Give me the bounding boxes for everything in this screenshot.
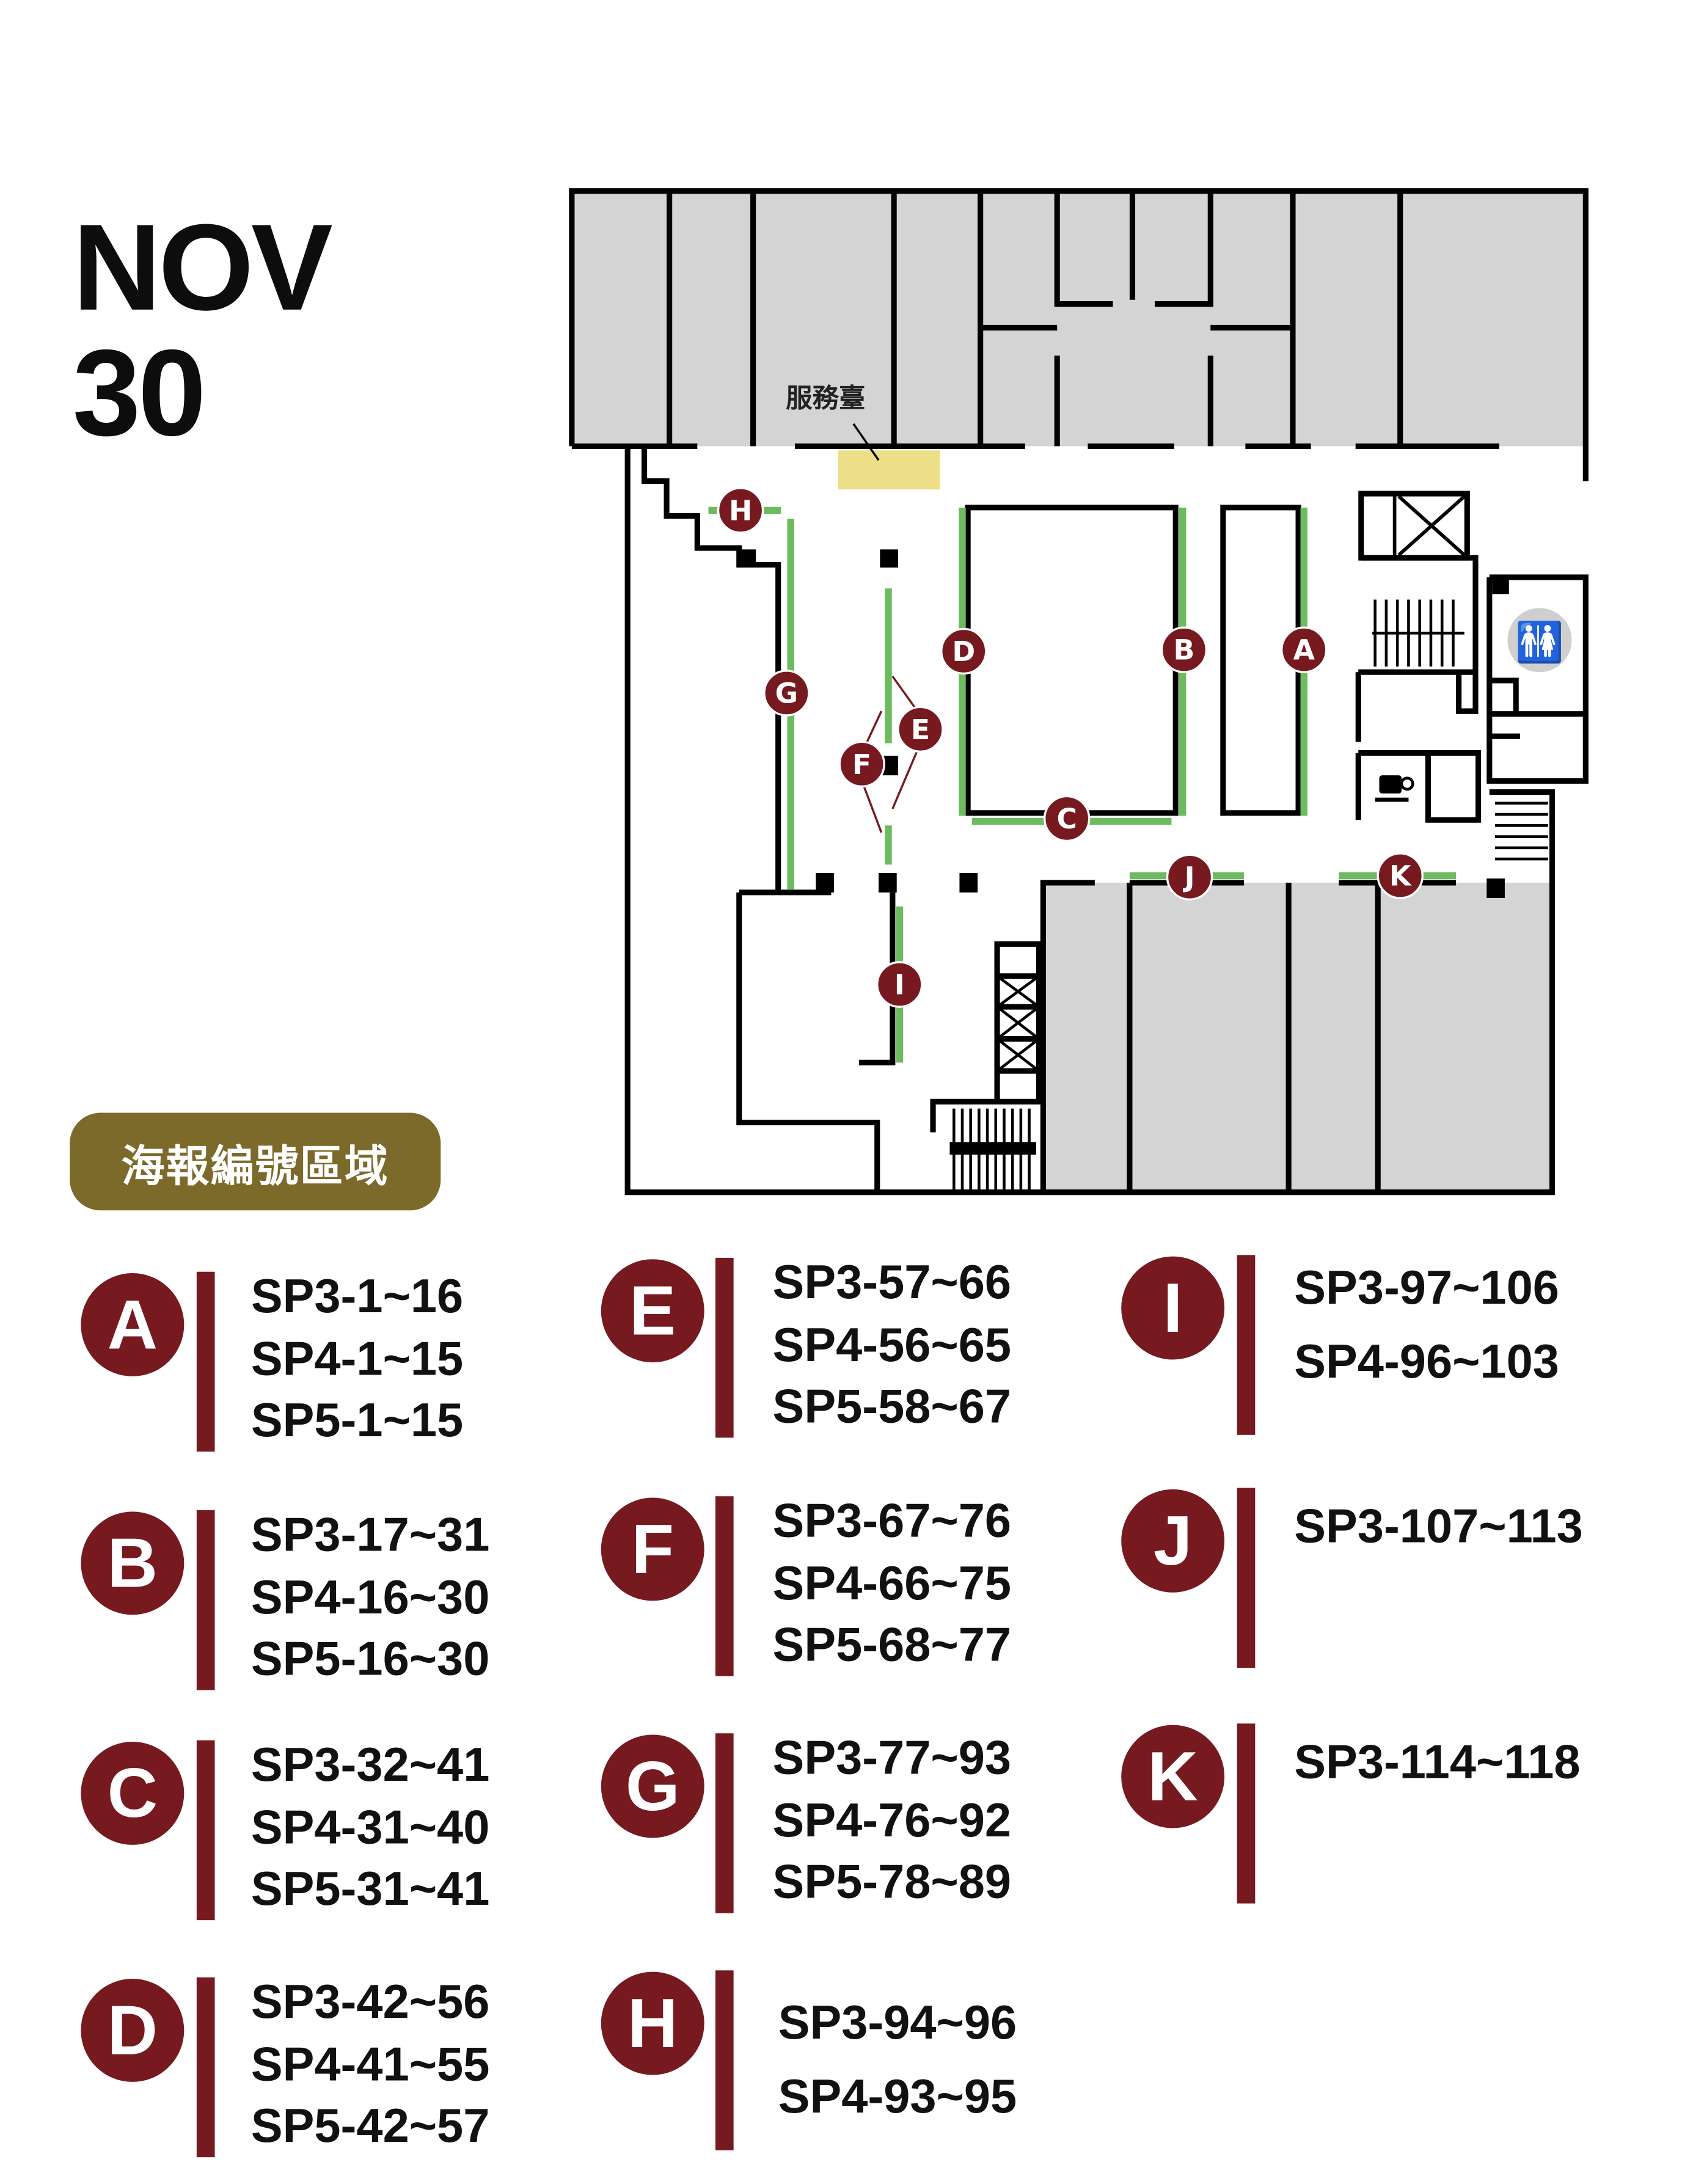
zone-divider — [1237, 1255, 1256, 1435]
poster-zone-badge: 海報編號區域 — [70, 1112, 441, 1211]
map-marker-e: E — [897, 706, 944, 753]
map-marker-label: C — [1056, 803, 1077, 835]
service-desk — [838, 450, 940, 490]
stairs-icon — [949, 1108, 1036, 1192]
zone-ranges: SP3-114~118 — [1294, 1732, 1580, 1794]
map-marker-label: D — [952, 635, 975, 668]
elevator-icon — [1492, 577, 1509, 594]
zone-letter-badge: I — [1121, 1256, 1225, 1360]
poster-range: SP3-77~93 — [772, 1731, 1012, 1785]
map-marker-a: A — [1280, 626, 1328, 673]
poster-range: SP5-16~30 — [250, 1632, 490, 1686]
poster-range: SP5-78~89 — [772, 1856, 1012, 1909]
poster-range: SP3-1~16 — [250, 1270, 464, 1324]
map-marker-h: H — [717, 487, 764, 534]
zone-letter-badge: K — [1121, 1725, 1225, 1828]
date-day: 30 — [72, 323, 207, 462]
svg-text:🚻: 🚻 — [1515, 620, 1564, 665]
poster-range: SP3-32~41 — [250, 1739, 490, 1792]
poster-range: SP4-31~40 — [250, 1800, 490, 1854]
map-marker-label: K — [1389, 860, 1412, 892]
zone-divider — [1237, 1488, 1256, 1668]
zone-divider — [715, 1496, 734, 1676]
poster-range: SP4-56~65 — [772, 1318, 1012, 1371]
poster-range: SP4-16~30 — [250, 1571, 490, 1624]
poster-range: SP4-41~55 — [250, 2038, 490, 2091]
poster-range: SP4-66~75 — [772, 1557, 1012, 1610]
service-desk-label: 服務臺 — [786, 384, 865, 414]
map-marker-j: J — [1166, 853, 1213, 900]
zone-divider — [196, 1271, 215, 1452]
zone-letter-badge: G — [601, 1734, 704, 1838]
zone-divider — [715, 1733, 734, 1913]
coffee-icon — [1375, 775, 1414, 802]
poster-range: SP3-57~66 — [772, 1256, 1012, 1310]
map-marker-label: G — [775, 677, 798, 709]
poster-range: SP3-17~31 — [250, 1508, 490, 1562]
map-marker-c: C — [1043, 795, 1091, 842]
zone-letter-badge: E — [601, 1259, 704, 1363]
zone-ranges: SP3-107~113 — [1294, 1496, 1583, 1558]
map-marker-label: E — [911, 714, 930, 746]
date-month: NOV — [72, 198, 333, 337]
map-marker-f: F — [838, 740, 885, 788]
map-marker-label: B — [1174, 634, 1195, 667]
map-marker-label: J — [1183, 861, 1195, 894]
zone-divider — [196, 1510, 215, 1690]
poster-range: SP3-42~56 — [250, 1976, 490, 2029]
zone-divider — [196, 1977, 215, 2158]
zone-letter-badge: D — [81, 1979, 185, 2082]
poster-range: SP4-1~15 — [250, 1332, 464, 1386]
poster-range: SP3-94~96 — [778, 1996, 1017, 2050]
zone-divider — [715, 1970, 734, 2150]
top-rooms — [569, 188, 1589, 481]
zone-divider — [196, 1740, 215, 1921]
poster-range: SP3-114~118 — [1294, 1736, 1581, 1789]
poster-range: SP4-93~95 — [778, 2070, 1017, 2124]
zone-divider — [1237, 1723, 1256, 1904]
columns — [737, 549, 1505, 898]
poster-range: SP5-31~41 — [250, 1863, 490, 1916]
zone-letter-badge: C — [81, 1741, 185, 1845]
zone-letter-badge: J — [1121, 1489, 1225, 1593]
map-marker-k: K — [1377, 852, 1424, 899]
poster-range: SP5-68~77 — [772, 1619, 1012, 1672]
zone-divider — [715, 1257, 734, 1438]
poster-range: SP4-76~92 — [772, 1794, 1012, 1847]
poster-range: SP5-58~67 — [772, 1380, 1012, 1434]
map-marker-i: I — [876, 961, 923, 1008]
poster-range: SP4-96~103 — [1294, 1335, 1559, 1389]
map-marker-d: D — [940, 627, 987, 675]
map-marker-label: H — [729, 494, 752, 527]
right-facilities — [1355, 491, 1589, 879]
poster-range: SP3-97~106 — [1294, 1262, 1559, 1315]
poster-range: SP5-1~15 — [250, 1394, 464, 1448]
poster-range: SP3-107~113 — [1294, 1500, 1583, 1554]
poster-range: SP5-42~57 — [250, 2100, 490, 2153]
map-marker-b: B — [1160, 626, 1208, 673]
map-marker-label: I — [894, 968, 905, 1001]
map-marker-label: A — [1293, 634, 1315, 667]
zone-letter-badge: F — [601, 1497, 704, 1601]
map-marker-g: G — [763, 670, 810, 717]
zone-letter-badge: B — [81, 1511, 185, 1615]
poster-range: SP3-67~76 — [772, 1494, 1012, 1548]
zone-letter-badge: H — [601, 1971, 704, 2075]
map-marker-label: F — [852, 748, 871, 781]
zone-letter-badge: A — [81, 1273, 185, 1376]
restroom-icon: 🚻 — [1507, 608, 1572, 673]
